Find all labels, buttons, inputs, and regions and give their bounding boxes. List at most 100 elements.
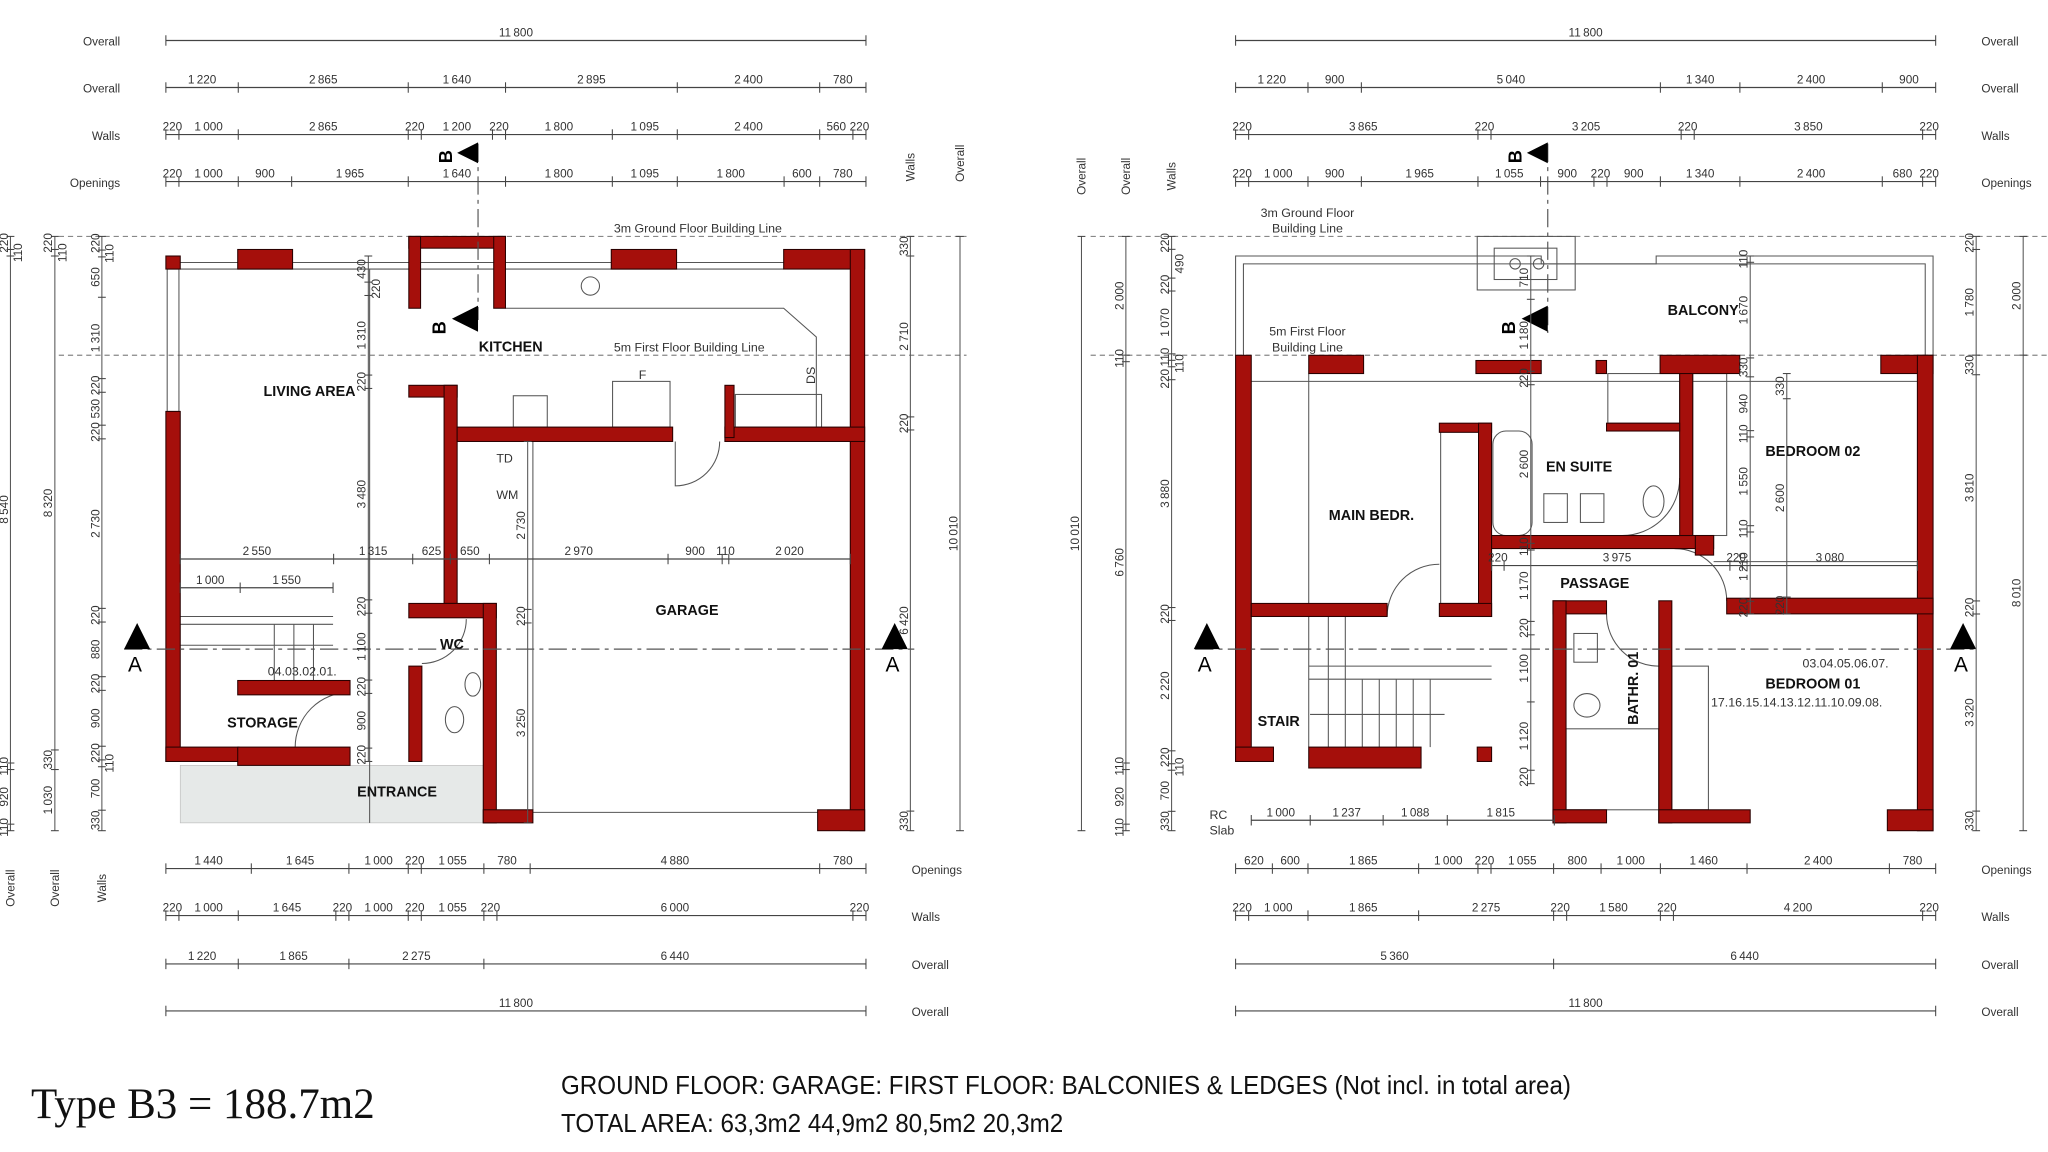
dimension-value: 680 [1893, 168, 1913, 181]
wc-door-swing [421, 619, 467, 665]
dimension-value: 1 800 [545, 168, 574, 181]
dimension-value: 1 200 [443, 121, 472, 134]
dimension-row-label: Openings [1981, 864, 2031, 877]
dimension-value: 110 [104, 753, 117, 772]
dimension-value: 11 800 [499, 27, 534, 40]
dimension-value: 11 800 [1569, 997, 1604, 1010]
dimension-column-label: Walls [96, 874, 109, 902]
fridge [612, 380, 671, 428]
dimension-row-label: Openings [912, 864, 962, 877]
section-a-marker-right [881, 623, 908, 650]
dimension-value: 3 080 [1816, 552, 1845, 565]
dimension-value: 620 [1244, 855, 1264, 868]
td-label: TD [496, 451, 513, 465]
dimension-value: 220 [1738, 597, 1751, 617]
dimension-value: 3 250 [515, 708, 528, 737]
building-line-5m-label-2: Building Line [1272, 340, 1343, 354]
dimension-value: 6 440 [1730, 950, 1759, 963]
dimension-row-label: Overall [1981, 36, 2018, 49]
dimension-value: 220 [1159, 747, 1172, 767]
room-label-en-suite: EN SUITE [1546, 460, 1613, 476]
toilet [444, 706, 465, 734]
dimension-value: 2 275 [1472, 902, 1501, 915]
dimension-column-label: Overall [4, 870, 17, 907]
kitchen-table [580, 276, 601, 296]
building-line-3m-label-1: 3m Ground Floor [1261, 206, 1355, 220]
dimension-row-label: Overall [1981, 83, 2018, 96]
dimension-value: 530 [89, 398, 102, 418]
balcony-inner [1242, 263, 1926, 356]
building-line-3m-label-2: Building Line [1272, 221, 1343, 235]
dimension-value: 900 [1624, 168, 1644, 181]
dimension-row-label: Overall [1981, 959, 2018, 972]
bathtub [1492, 430, 1533, 537]
dimension-value: 625 [422, 545, 442, 558]
dimension-value: 220 [163, 121, 183, 134]
room-label-bathroom-01: BATHR. 01 [1626, 652, 1642, 725]
entrance-tiles [179, 765, 484, 824]
room-label-entrance: ENTRANCE [357, 785, 437, 801]
section-a-label-left: A [128, 653, 142, 676]
dimension-value: 110 [1173, 354, 1186, 373]
dimension-value: 2 970 [564, 545, 593, 558]
chimney-flue-2 [1532, 258, 1545, 270]
dimension-value: 1 310 [356, 321, 369, 350]
dimension-row-label: Overall [83, 36, 120, 49]
dimension-value: 2 020 [775, 545, 804, 558]
section-b-label-mid: B [428, 321, 449, 334]
dimension-value: 1 865 [279, 950, 308, 963]
chimney-inner [1493, 247, 1558, 281]
dimension-row-label: Overall [912, 959, 949, 972]
dimension-value: 2 000 [2011, 281, 2024, 310]
bath1-shower [1565, 728, 1660, 811]
rc-slab-label-2: Slab [1209, 824, 1234, 838]
dimension-value: 1 550 [272, 574, 301, 587]
left-window [166, 268, 180, 412]
dimension-value: 110 [12, 243, 25, 262]
stair-numbers-top: 03.04.05.06.07. [1802, 656, 1888, 670]
dimension-value: 220 [1964, 233, 1977, 253]
dimension-value: 1 055 [1508, 855, 1537, 868]
dimension-value: 1 237 [1332, 806, 1361, 819]
dimension-value: 1 000 [364, 855, 393, 868]
dimension-value: 1 640 [443, 74, 472, 87]
dimension-value: 430 [356, 259, 369, 279]
dimension-value: 2 710 [898, 322, 911, 351]
dimension-value: 900 [1325, 74, 1345, 87]
dimension-value: 1 000 [196, 574, 225, 587]
dimension-value: 330 [42, 749, 55, 769]
dimension-value: 2 275 [402, 950, 431, 963]
dimension-value: 900 [89, 708, 102, 728]
dimension-row-label: Walls [912, 911, 940, 924]
dimension-value: 8 320 [42, 488, 55, 517]
vanity-1 [1543, 493, 1568, 523]
dimension-row-label: Overall [1981, 1006, 2018, 1019]
room-label-balcony: BALCONY [1668, 303, 1739, 319]
room-label-kitchen: KITCHEN [479, 339, 543, 355]
dimension-value: 1 800 [716, 168, 745, 181]
room-label-main-bedroom: MAIN BEDR. [1329, 508, 1414, 524]
dimension-value: 220 [898, 413, 911, 433]
dimension-value: 1 000 [364, 902, 393, 915]
section-b-label-top: B [435, 150, 456, 163]
dimension-value: 2 730 [89, 509, 102, 538]
dimension-value: 650 [460, 545, 480, 558]
room-label-storage: STORAGE [227, 716, 298, 732]
stove [512, 395, 548, 428]
chimney [1476, 235, 1576, 291]
section-a-label-left-first: A [1198, 653, 1212, 676]
kitchen-counter [505, 307, 817, 428]
dimension-value: 110 [1113, 349, 1126, 368]
dimension-value: 3 810 [1964, 473, 1977, 502]
dimension-value: 5 040 [1497, 74, 1526, 87]
dimension-value: 220 [1488, 552, 1508, 565]
dimension-value: 650 [89, 267, 102, 287]
ensuite-door [1622, 478, 1681, 537]
dimension-value: 110 [57, 243, 70, 262]
dimension-value: 8 540 [0, 495, 11, 524]
dimension-value: 220 [850, 902, 870, 915]
section-b-marker-top [457, 142, 479, 164]
dimension-value: 11 800 [1569, 27, 1604, 40]
dimension-value: 1 310 [89, 323, 102, 352]
